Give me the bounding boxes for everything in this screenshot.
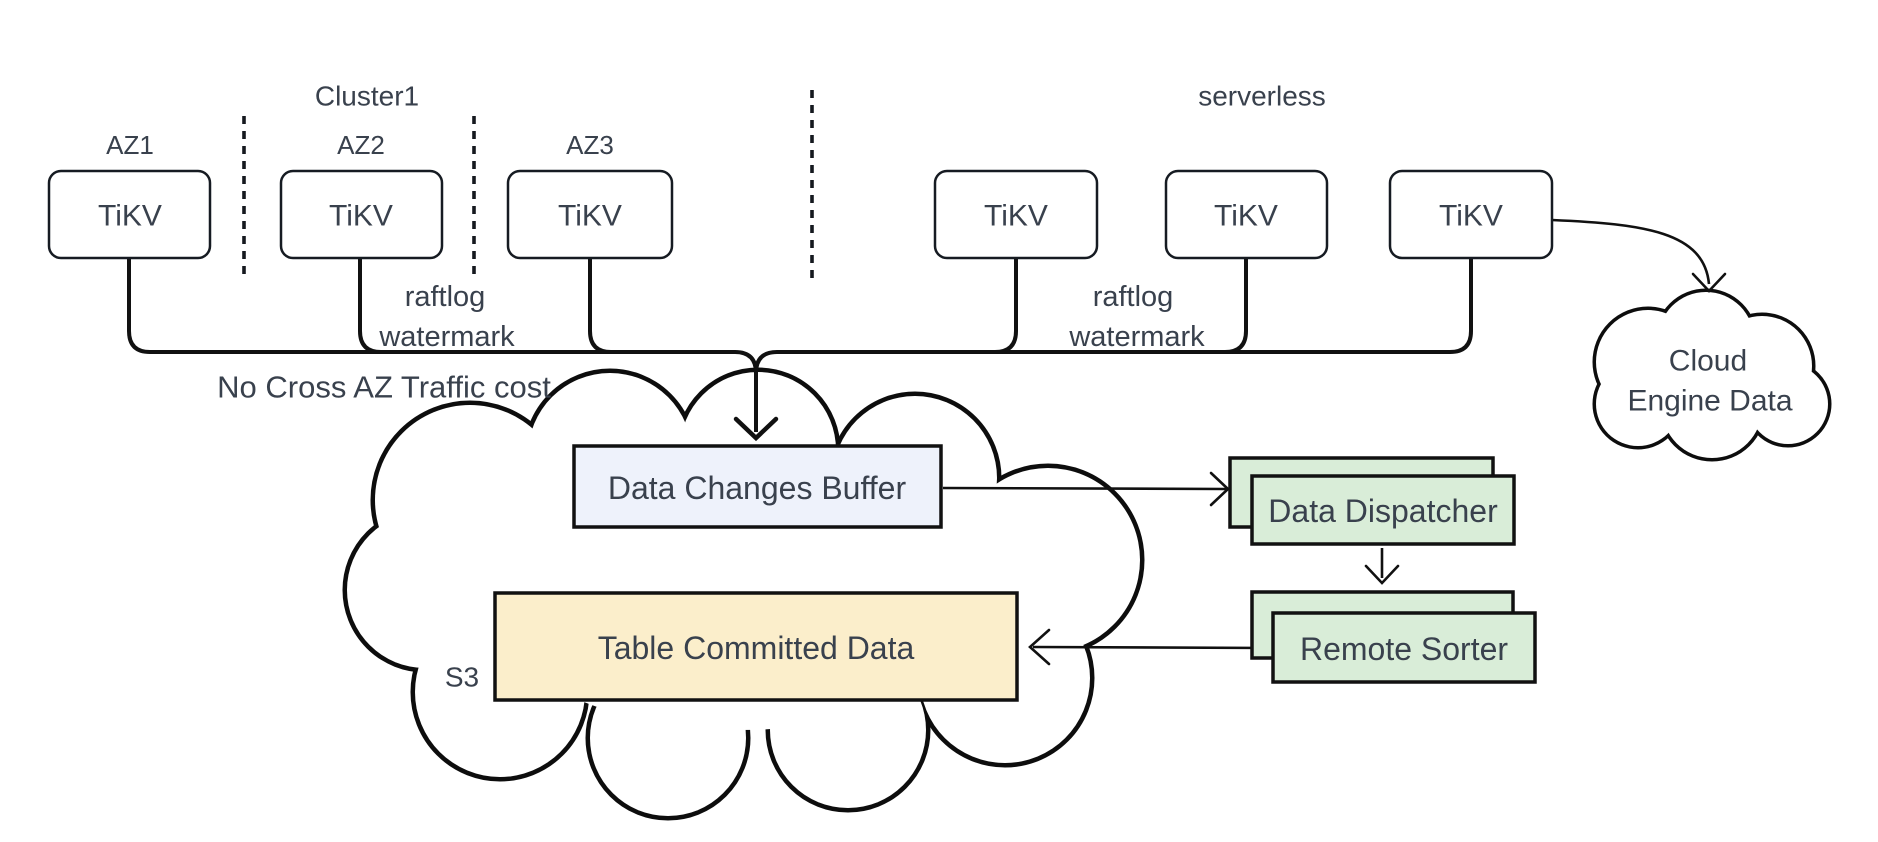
tikv-node-label: TiKV bbox=[1439, 200, 1503, 233]
data-dispatcher-stack: Data Dispatcher bbox=[1228, 456, 1516, 546]
svg-text:watermark: watermark bbox=[378, 321, 515, 353]
raft-stub-az2 bbox=[358, 258, 382, 354]
svg-text:Cloud: Cloud bbox=[1669, 345, 1747, 378]
svg-text:Engine Data: Engine Data bbox=[1627, 385, 1792, 418]
tikv-node-label: TiKV bbox=[558, 200, 622, 233]
az1-label: AZ1 bbox=[106, 130, 154, 160]
az2-label: AZ2 bbox=[337, 130, 385, 160]
tikv-node-az3: TiKV bbox=[506, 169, 674, 260]
data-dispatcher-label: Data Dispatcher bbox=[1268, 493, 1498, 529]
cloud-engine-data-label: Cloud Engine Data bbox=[1627, 345, 1792, 418]
raft-stub-sl1 bbox=[994, 258, 1018, 354]
svg-text:raftlog: raftlog bbox=[405, 281, 486, 313]
raft-bus-left bbox=[127, 258, 758, 432]
raft-stub-sl2 bbox=[1224, 258, 1248, 354]
table-committed-data-box: Table Committed Data bbox=[493, 591, 1019, 702]
cloud-engine-data-cloud bbox=[1592, 288, 1832, 462]
tikv-node-az2: TiKV bbox=[279, 169, 444, 260]
tikv-node-label: TiKV bbox=[1214, 200, 1278, 233]
arrow-tikv-to-cloud-engine bbox=[1551, 218, 1711, 285]
table-committed-data-label: Table Committed Data bbox=[598, 630, 915, 666]
svg-text:raftlog: raftlog bbox=[1093, 281, 1174, 313]
arrow-tikv-to-cloud-engine-head bbox=[1691, 272, 1727, 293]
tikv-node-serverless-1: TiKV bbox=[933, 169, 1099, 260]
cluster-title: Cluster1 bbox=[315, 81, 419, 112]
raftlog-watermark-label-right: raftlog watermark bbox=[1068, 281, 1205, 353]
data-changes-buffer-box: Data Changes Buffer bbox=[572, 444, 943, 529]
svg-text:watermark: watermark bbox=[1068, 321, 1205, 353]
raft-stub-az3 bbox=[588, 258, 612, 354]
tikv-node-serverless-2: TiKV bbox=[1164, 169, 1329, 260]
tikv-node-label: TiKV bbox=[98, 200, 162, 233]
arrow-dispatcher-to-sorter-head bbox=[1364, 564, 1400, 585]
remote-sorter-stack: Remote Sorter bbox=[1250, 590, 1537, 684]
az3-label: AZ3 bbox=[566, 130, 614, 160]
arrow-sorter-to-committed-head bbox=[1028, 628, 1051, 666]
data-changes-buffer-label: Data Changes Buffer bbox=[608, 470, 907, 506]
tikv-node-az1: TiKV bbox=[47, 169, 212, 260]
remote-sorter-label: Remote Sorter bbox=[1300, 631, 1508, 667]
serverless-title: serverless bbox=[1198, 81, 1326, 112]
no-cross-az-label: No Cross AZ Traffic cost bbox=[217, 370, 551, 405]
tikv-node-label: TiKV bbox=[984, 200, 1048, 233]
tikv-node-serverless-3: TiKV bbox=[1388, 169, 1554, 260]
arrow-sorter-to-committed bbox=[1032, 645, 1274, 650]
arrow-buffer-to-dispatcher bbox=[942, 486, 1227, 491]
raft-bus-right bbox=[754, 258, 1473, 374]
s3-label: S3 bbox=[445, 662, 479, 693]
merge-arrowhead bbox=[733, 416, 779, 442]
raftlog-watermark-label-left: raftlog watermark bbox=[378, 281, 515, 353]
arrow-buffer-to-dispatcher-head bbox=[1209, 471, 1230, 507]
tikv-node-label: TiKV bbox=[329, 200, 393, 233]
